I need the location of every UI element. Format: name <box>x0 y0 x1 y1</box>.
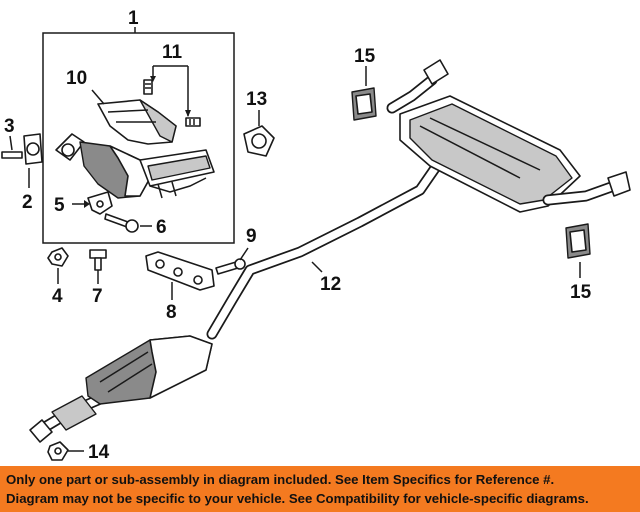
callout-1: 1 <box>128 8 139 29</box>
callout-13: 13 <box>246 89 267 110</box>
muffler-part <box>386 59 631 213</box>
callout-3: 3 <box>4 116 15 137</box>
gasket-13-part <box>243 125 275 157</box>
hanger-15b-part <box>565 223 591 259</box>
callout-4: 4 <box>52 286 63 307</box>
bolt-9-part <box>215 258 246 275</box>
bracket-part <box>87 191 113 215</box>
nut-4-part <box>47 247 69 267</box>
callout-10: 10 <box>66 68 87 89</box>
stud-7-part <box>89 249 107 271</box>
callout-2: 2 <box>22 192 33 213</box>
disclaimer-line-1: Only one part or sub-assembly in diagram… <box>6 472 555 487</box>
bolt-11a <box>143 79 153 95</box>
resonator-part <box>29 335 213 443</box>
callout-9: 9 <box>246 226 257 247</box>
catalytic-converter-part <box>55 133 215 199</box>
clip-part <box>1 151 23 159</box>
assembly-group-box <box>42 32 235 244</box>
disclaimer-banner: Only one part or sub-assembly in diagram… <box>0 466 640 512</box>
callout-8: 8 <box>166 302 177 323</box>
callout-15a: 15 <box>354 46 376 67</box>
bolt-6-part <box>104 213 139 233</box>
exhaust-system-diagram: 1 11 10 3 2 5 6 13 15 9 4 7 8 12 15 14 <box>1 8 631 463</box>
callout-7: 7 <box>92 286 103 307</box>
callout-11: 11 <box>162 42 183 63</box>
exhaust-pipe-part <box>206 158 444 340</box>
gasket-2-part <box>23 133 43 165</box>
nut-14-part <box>47 441 69 461</box>
callout-15b: 15 <box>570 282 592 303</box>
disclaimer-line-2: Diagram may not be specific to your vehi… <box>6 491 589 506</box>
callout-14: 14 <box>88 442 110 463</box>
callout-6: 6 <box>156 217 167 238</box>
callout-5: 5 <box>54 195 65 216</box>
gasket-8-part <box>145 251 215 291</box>
hanger-15a-part <box>351 87 377 121</box>
heat-shield-part <box>97 99 177 145</box>
bolt-11b <box>185 117 201 127</box>
callout-12: 12 <box>320 274 341 295</box>
